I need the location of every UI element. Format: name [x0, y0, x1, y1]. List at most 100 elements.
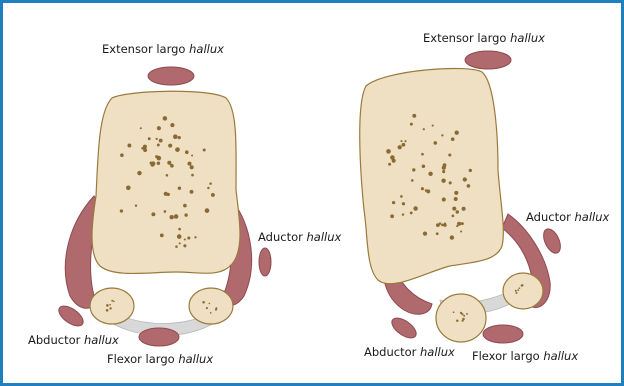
- right-bone-pore: [410, 211, 413, 214]
- left-bone-pore: [183, 244, 186, 247]
- right-bone-pore: [463, 177, 467, 181]
- left-bone-pore: [209, 182, 212, 185]
- right-bone-pore: [454, 197, 458, 201]
- right-label-extensor: Extensor largo hallux: [423, 31, 545, 45]
- right-bone-pore: [402, 143, 406, 147]
- left-sesamoid-lateral: [90, 288, 134, 324]
- right-label-adductor: Aductor hallux: [526, 210, 610, 224]
- right-bone-pore: [460, 230, 462, 232]
- right-sesamoid-pore: [515, 290, 517, 292]
- left-sesamoid-pore: [106, 309, 109, 312]
- left-bone-pore: [174, 214, 179, 219]
- left-sesamoid-medial: [189, 288, 233, 324]
- right-flexor-tendon: [483, 325, 523, 343]
- right-sesamoid-pore: [463, 315, 465, 317]
- right-bone-pore: [400, 195, 403, 198]
- left-flexor-tendon: [139, 328, 179, 346]
- right-bone-pore: [441, 134, 443, 136]
- left-bone-pore: [169, 215, 173, 219]
- right-bone-pore: [412, 168, 415, 171]
- right-sesamoid-pore: [461, 313, 463, 315]
- left-bone-pore: [205, 208, 210, 213]
- right-bone-pore: [386, 149, 391, 154]
- right-bone-pore: [469, 169, 472, 172]
- left-sesamoid-pore: [113, 301, 115, 303]
- right-sesamoid-lateral: [436, 294, 486, 342]
- right-sesamoid-pore: [462, 320, 464, 322]
- left-bone-pore: [120, 153, 124, 157]
- left-sesamoid-pore: [206, 307, 208, 309]
- right-bone-pore: [421, 153, 424, 156]
- left-bone-pore: [178, 228, 181, 231]
- right-bone-pore: [467, 184, 471, 188]
- left-bone-pore: [194, 236, 196, 238]
- left-bone-pore: [191, 154, 193, 156]
- left-sesamoid-pore: [109, 304, 111, 306]
- right-bone-pore: [436, 232, 439, 235]
- left-bone-pore: [187, 236, 190, 239]
- left-bone-pore: [148, 137, 151, 140]
- right-bone-pore: [423, 128, 425, 130]
- right-bone-pore: [436, 223, 440, 227]
- right-bone-pore: [412, 114, 416, 118]
- left-bone-pore: [190, 190, 194, 194]
- left-bone-pore: [140, 127, 142, 129]
- left-bone-pore: [178, 136, 181, 139]
- right-bone-pore: [411, 179, 414, 182]
- left-bone-pore: [157, 161, 160, 164]
- left-sesamoid-pore: [215, 307, 217, 309]
- right-bone-pore: [456, 225, 458, 227]
- left-bone-pore: [160, 234, 164, 238]
- left-bone-pore: [173, 134, 178, 139]
- right-bone-pore: [392, 159, 396, 163]
- left-bone-pore: [183, 204, 187, 208]
- left-bone-pore: [170, 123, 174, 127]
- right-bone-pore: [432, 125, 434, 127]
- right-bone-pore: [441, 178, 445, 182]
- right-bone-pore: [433, 141, 437, 145]
- right-bone-pore: [390, 214, 394, 218]
- right-bone-pore: [388, 163, 391, 166]
- left-bone-pore: [164, 210, 167, 213]
- left-bone-pore: [157, 126, 161, 130]
- right-bone-pore: [462, 207, 466, 211]
- left-bone-pore: [168, 144, 172, 148]
- left-sesamoid-pore: [111, 300, 113, 302]
- right-metatarsal-head: [360, 68, 504, 283]
- right-bone-pore: [448, 153, 451, 156]
- left-bone-pore: [170, 164, 174, 168]
- right-bone-pore: [454, 191, 458, 195]
- left-bone-pore: [211, 193, 215, 197]
- right-bone-pore: [422, 165, 426, 169]
- right-bone-pore: [398, 145, 402, 149]
- left-bone-pore: [163, 116, 168, 121]
- left-bone-pore: [151, 212, 155, 216]
- left-sesamoid-pore: [109, 307, 111, 309]
- right-bone-pore: [410, 123, 413, 126]
- right-bone-pore: [413, 206, 417, 210]
- left-bone-pore: [191, 174, 194, 177]
- left-bone-pore: [127, 144, 131, 148]
- right-bone-pore: [441, 224, 444, 227]
- right-sesamoid-pore: [466, 313, 468, 315]
- left-adductor-tendon: [259, 248, 271, 276]
- left-bone-pore: [175, 245, 178, 248]
- right-label-abductor: Abductor hallux: [364, 345, 455, 359]
- left-bone-pore: [166, 193, 169, 196]
- right-bone-pore: [400, 140, 402, 142]
- left-sesamoid-pore: [209, 303, 211, 305]
- left-bone-pore: [190, 165, 194, 169]
- left-label-abductor: Abductor hallux: [28, 333, 119, 347]
- right-sesamoid-pore: [519, 287, 521, 289]
- right-bone-pore: [451, 137, 455, 141]
- left-sesamoid-pore: [210, 312, 212, 314]
- left-bone-pore: [126, 186, 131, 191]
- left-bone-pore: [157, 144, 160, 147]
- left-bone-pore: [155, 155, 158, 158]
- right-sesamoid-pore: [456, 319, 458, 321]
- left-bone-pore: [137, 171, 141, 175]
- right-bone-pore: [450, 235, 454, 239]
- right-sesamoid-pore: [516, 292, 518, 294]
- right-bone-pore: [404, 140, 406, 142]
- left-diagram: Extensor largo hallux Aductor hallux Abd…: [28, 42, 342, 366]
